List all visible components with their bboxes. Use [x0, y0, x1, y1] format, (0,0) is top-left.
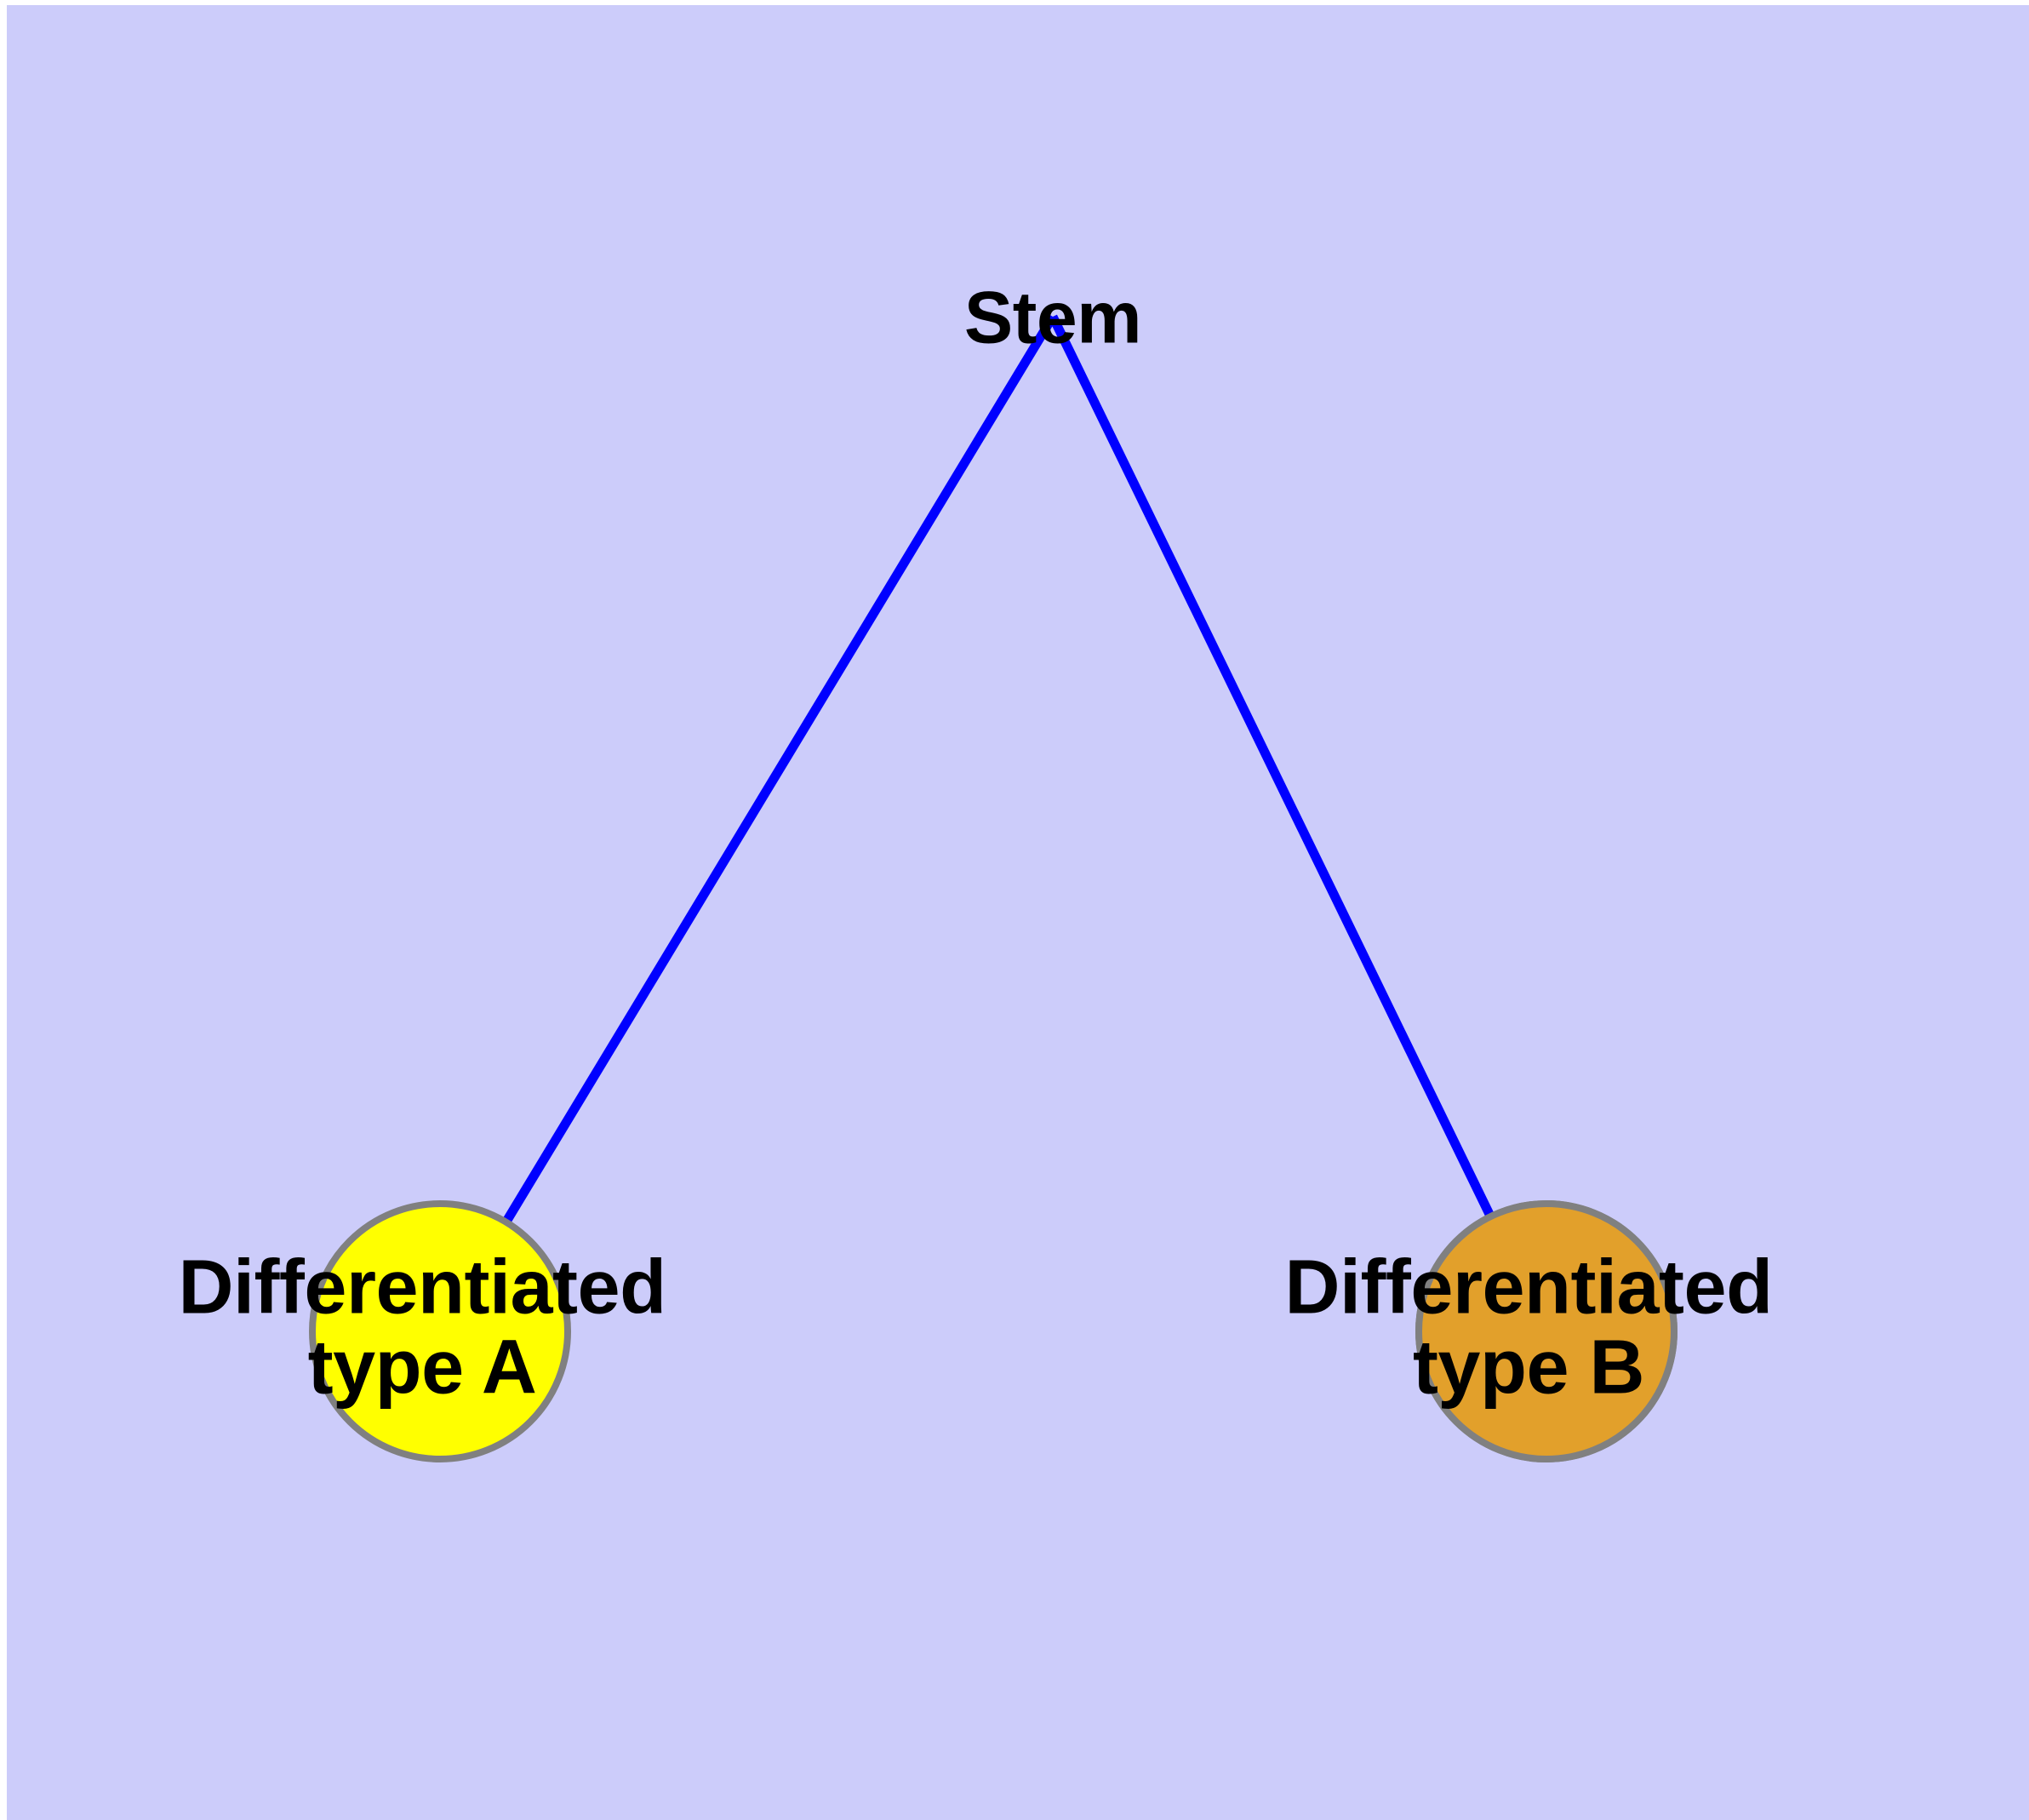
edge-stem-to-differentiated-type-a	[436, 314, 1057, 1334]
diagram-background	[7, 5, 2029, 1820]
edge-layer	[436, 314, 1551, 1334]
node-stem[interactable]	[309, 1200, 571, 1462]
edge-stem-to-differentiated-type-b	[1049, 314, 1551, 1334]
node-layer	[309, 1200, 1677, 1462]
node-differentiated-type-b[interactable]	[1415, 1200, 1677, 1462]
